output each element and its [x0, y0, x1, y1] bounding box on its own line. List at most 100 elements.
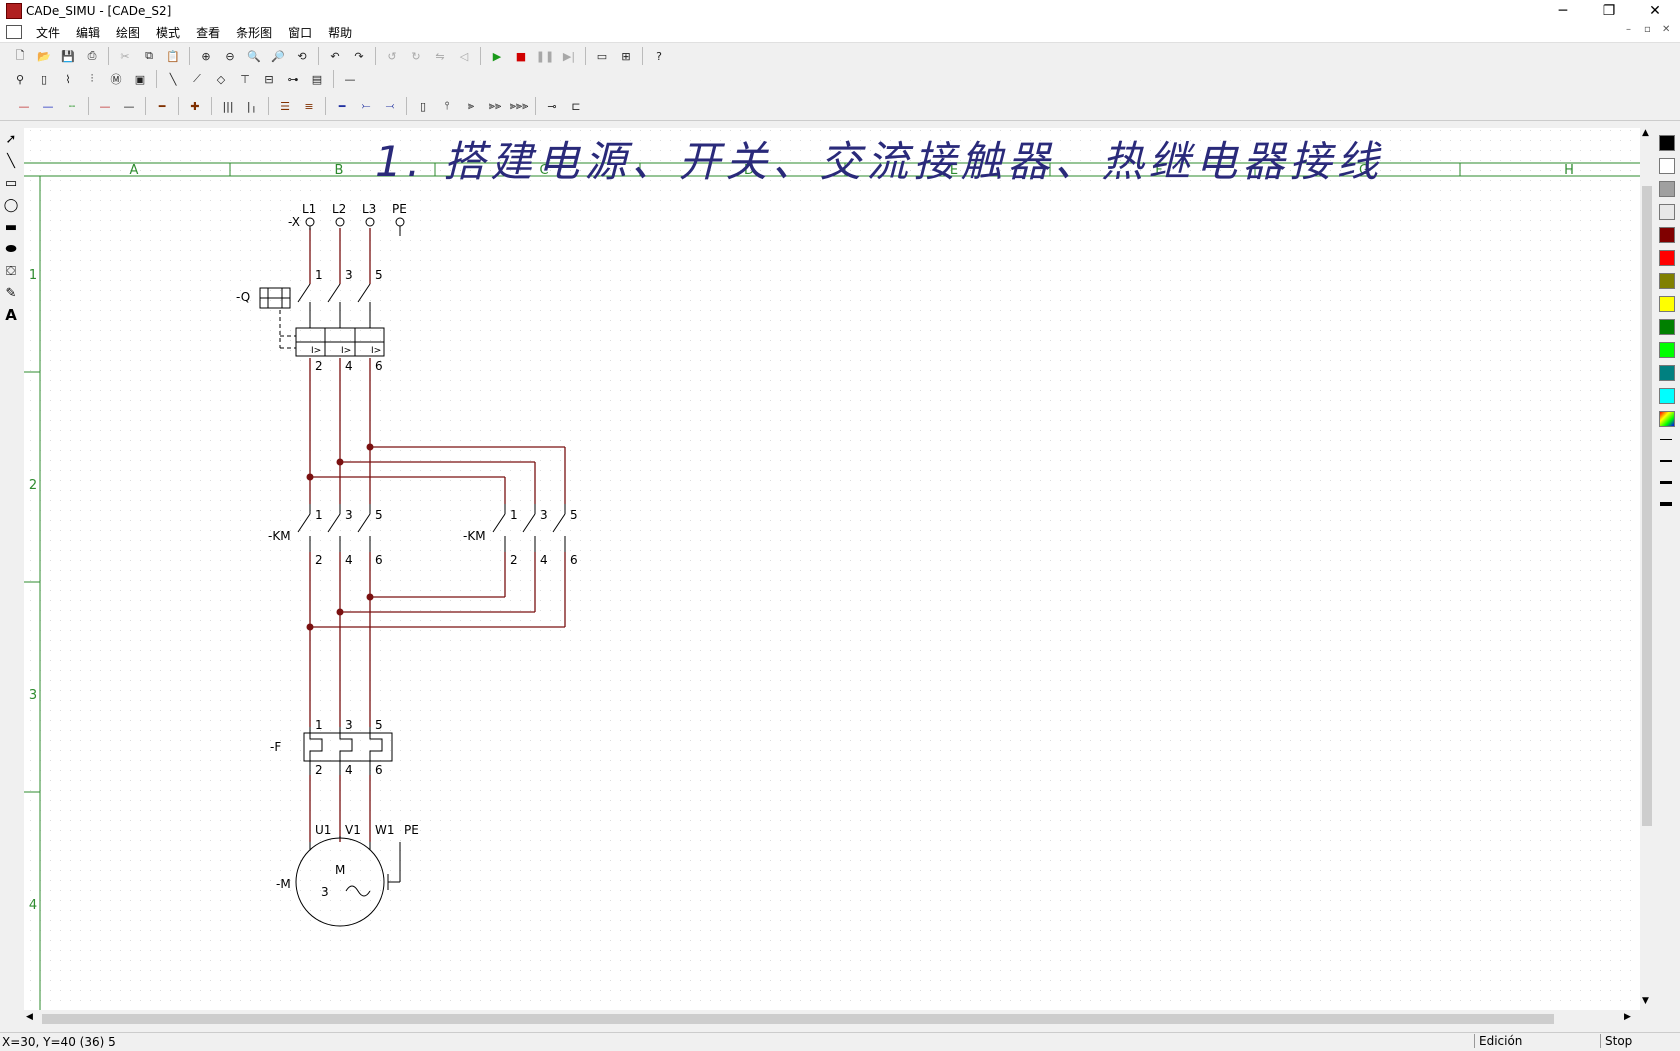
bus-vertical-icon[interactable]: |||: [222, 99, 234, 113]
custom-color-icon[interactable]: [1659, 411, 1675, 427]
terminal-3-icon[interactable]: ⫸: [467, 99, 475, 112]
color-swatch[interactable]: [1659, 388, 1675, 404]
mdi-restore-icon[interactable]: ▫: [1644, 24, 1651, 35]
wire-green-icon[interactable]: ╌: [68, 99, 76, 113]
conn-cross-icon[interactable]: ⤚: [361, 99, 371, 112]
flip-icon[interactable]: ◁: [459, 49, 469, 63]
terminal-2-icon[interactable]: ⫯: [444, 99, 450, 112]
zoom-out-icon[interactable]: ⊖: [225, 49, 235, 63]
text-icon[interactable]: A: [5, 306, 17, 324]
transformer-icon[interactable]: ▣: [134, 72, 146, 86]
mdi-close-icon[interactable]: ✕: [1662, 24, 1671, 35]
horizontal-scrollbar[interactable]: ◀ ▶: [24, 1010, 1640, 1028]
scroll-up-icon[interactable]: ▲: [1642, 128, 1649, 138]
comment-icon[interactable]: ▭: [596, 49, 608, 63]
redo-icon[interactable]: ↷: [354, 49, 364, 63]
cable-icon[interactable]: ⊞: [621, 49, 631, 63]
color-swatch[interactable]: [1659, 296, 1675, 312]
run-icon[interactable]: ▶: [492, 49, 502, 63]
annotation-text[interactable]: 1. 搭建电源、开关、交流接触器、热继电器接线: [375, 137, 1383, 186]
rectangle-icon[interactable]: ▭: [4, 175, 18, 191]
thermal-overload[interactable]: [303, 727, 393, 775]
contactor-km2[interactable]: [492, 504, 566, 552]
close-button[interactable]: ✕: [1649, 3, 1661, 19]
print-icon[interactable]: ⎙: [87, 49, 97, 62]
copy-icon[interactable]: ⧉: [145, 49, 153, 62]
circuit-breaker[interactable]: [259, 283, 385, 357]
open-file-icon[interactable]: 📂: [37, 49, 51, 63]
menu-draw[interactable]: 绘图: [116, 25, 141, 40]
motor[interactable]: [295, 836, 401, 927]
undo-icon[interactable]: ↶: [330, 49, 340, 63]
menu-window[interactable]: 窗口: [288, 25, 313, 40]
scroll-right-icon[interactable]: ▶: [1624, 1012, 1631, 1022]
sensor-icon[interactable]: ◇: [216, 72, 226, 86]
pause-icon[interactable]: ❚❚: [535, 49, 555, 63]
rotate-left-icon[interactable]: ↺: [387, 49, 397, 63]
wire-black-icon[interactable]: —: [123, 99, 135, 113]
line-width-1-icon[interactable]: [1660, 439, 1672, 440]
coil-icon[interactable]: ⊟: [264, 72, 274, 86]
terminal-5-icon[interactable]: ⫸⫸⫸: [509, 99, 529, 112]
zoom-all-icon[interactable]: 🔎: [271, 49, 285, 63]
wire-red-icon[interactable]: —: [18, 99, 30, 113]
conn-tee-icon[interactable]: ⤙: [385, 99, 395, 112]
scroll-down-icon[interactable]: ▼: [1642, 996, 1649, 1006]
vertical-scroll-thumb[interactable]: [1642, 186, 1652, 826]
wire-icon[interactable]: —: [344, 72, 356, 86]
color-swatch[interactable]: [1659, 250, 1675, 266]
menu-help[interactable]: 帮助: [328, 25, 353, 40]
horizontal-scroll-thumb[interactable]: [42, 1014, 1554, 1024]
zoom-window-icon[interactable]: 🔍: [247, 49, 261, 63]
color-swatch[interactable]: [1659, 135, 1675, 151]
filled-ellipse-icon[interactable]: ⬬: [5, 241, 17, 257]
color-swatch[interactable]: [1659, 365, 1675, 381]
new-file-icon[interactable]: 🗋: [15, 48, 25, 62]
junction-icon[interactable]: ✚: [190, 99, 200, 113]
breaker-3p-icon[interactable]: ⫶: [90, 72, 94, 85]
menu-edit[interactable]: 编辑: [76, 25, 101, 40]
zoom-in-icon[interactable]: ⊕: [201, 49, 211, 63]
color-swatch[interactable]: [1659, 319, 1675, 335]
minimize-button[interactable]: ─: [1558, 3, 1568, 19]
scroll-left-icon[interactable]: ◀: [26, 1012, 33, 1022]
contact-nc-icon[interactable]: ⟋: [193, 72, 201, 85]
bus-tap-icon[interactable]: |╷: [246, 99, 258, 113]
pushbutton-icon[interactable]: ⊤: [240, 72, 250, 86]
color-swatch[interactable]: [1659, 227, 1675, 243]
menu-ladder[interactable]: 条形图: [236, 25, 273, 40]
connector-male-icon[interactable]: ⊸: [547, 99, 557, 113]
lamp-icon[interactable]: ⊶: [287, 72, 299, 86]
color-swatch[interactable]: [1659, 158, 1675, 174]
connector-female-icon[interactable]: ⊏: [571, 99, 581, 113]
color-swatch[interactable]: [1659, 181, 1675, 197]
pen-icon[interactable]: ✎: [5, 285, 17, 301]
contactor-km1[interactable]: [297, 504, 371, 552]
color-swatch[interactable]: [1659, 342, 1675, 358]
wire-thin-icon[interactable]: —: [99, 99, 111, 113]
wire-blue-icon[interactable]: —: [42, 99, 54, 113]
filled-rectangle-icon[interactable]: ▬: [4, 219, 18, 235]
line-width-2-icon[interactable]: [1660, 460, 1672, 462]
color-swatch[interactable]: [1659, 273, 1675, 289]
wire-thick-icon[interactable]: ━: [158, 99, 166, 113]
power-supply-icon[interactable]: ⚲: [15, 72, 25, 86]
bus-horizontal-icon[interactable]: ☰: [280, 99, 290, 113]
contact-no-icon[interactable]: ╲: [169, 72, 177, 86]
color-swatch[interactable]: [1659, 204, 1675, 220]
breaker-icon[interactable]: ⌇: [65, 72, 71, 86]
document-icon[interactable]: [6, 25, 22, 39]
cut-icon[interactable]: ✂: [120, 49, 130, 63]
line-width-4-icon[interactable]: [1660, 502, 1672, 506]
menu-view[interactable]: 查看: [196, 25, 221, 40]
vertical-scrollbar[interactable]: ▲ ▼: [1640, 128, 1654, 1010]
rotate-right-icon[interactable]: ↻: [411, 49, 421, 63]
step-icon[interactable]: ▶|: [562, 49, 576, 63]
motor-icon[interactable]: Ⓜ: [110, 73, 122, 86]
fuse-icon[interactable]: ▯: [40, 72, 48, 86]
drawing-canvas[interactable]: A B C D E F G H 1 2 3 4 1. 搭建电源、开关、交流接触器…: [24, 128, 1640, 1010]
mdi-minimize-icon[interactable]: –: [1626, 24, 1631, 35]
menu-mode[interactable]: 模式: [156, 25, 181, 40]
mirror-icon[interactable]: ⇋: [435, 49, 445, 63]
bus-branch-icon[interactable]: ≡: [304, 99, 314, 113]
